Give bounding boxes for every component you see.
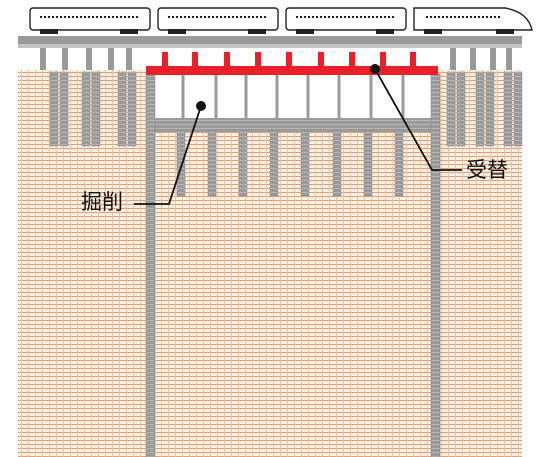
label-underpinning: 受替 xyxy=(466,158,508,182)
viaduct-bents xyxy=(40,48,512,70)
leader-dot-icon xyxy=(370,64,380,74)
excavation-struts xyxy=(181,74,405,120)
train-icon xyxy=(29,7,533,31)
retaining-wall-right xyxy=(430,73,441,457)
underpinning-girder xyxy=(146,66,438,75)
leader-dot-icon xyxy=(196,101,206,111)
viaduct-beam xyxy=(18,44,522,48)
viaduct-deck xyxy=(18,36,522,44)
existing-piles xyxy=(49,71,523,147)
leader-line-excavation xyxy=(134,105,202,205)
excavation-area xyxy=(151,74,435,120)
excavation-bottom-slab xyxy=(151,118,435,132)
label-excavation: 掘削 xyxy=(81,190,123,214)
new-piles xyxy=(176,129,404,197)
train-bogies xyxy=(40,29,514,34)
underpinning-jacks xyxy=(162,52,416,67)
leader-line-underpinning xyxy=(374,68,462,171)
retaining-wall-left xyxy=(145,73,156,457)
